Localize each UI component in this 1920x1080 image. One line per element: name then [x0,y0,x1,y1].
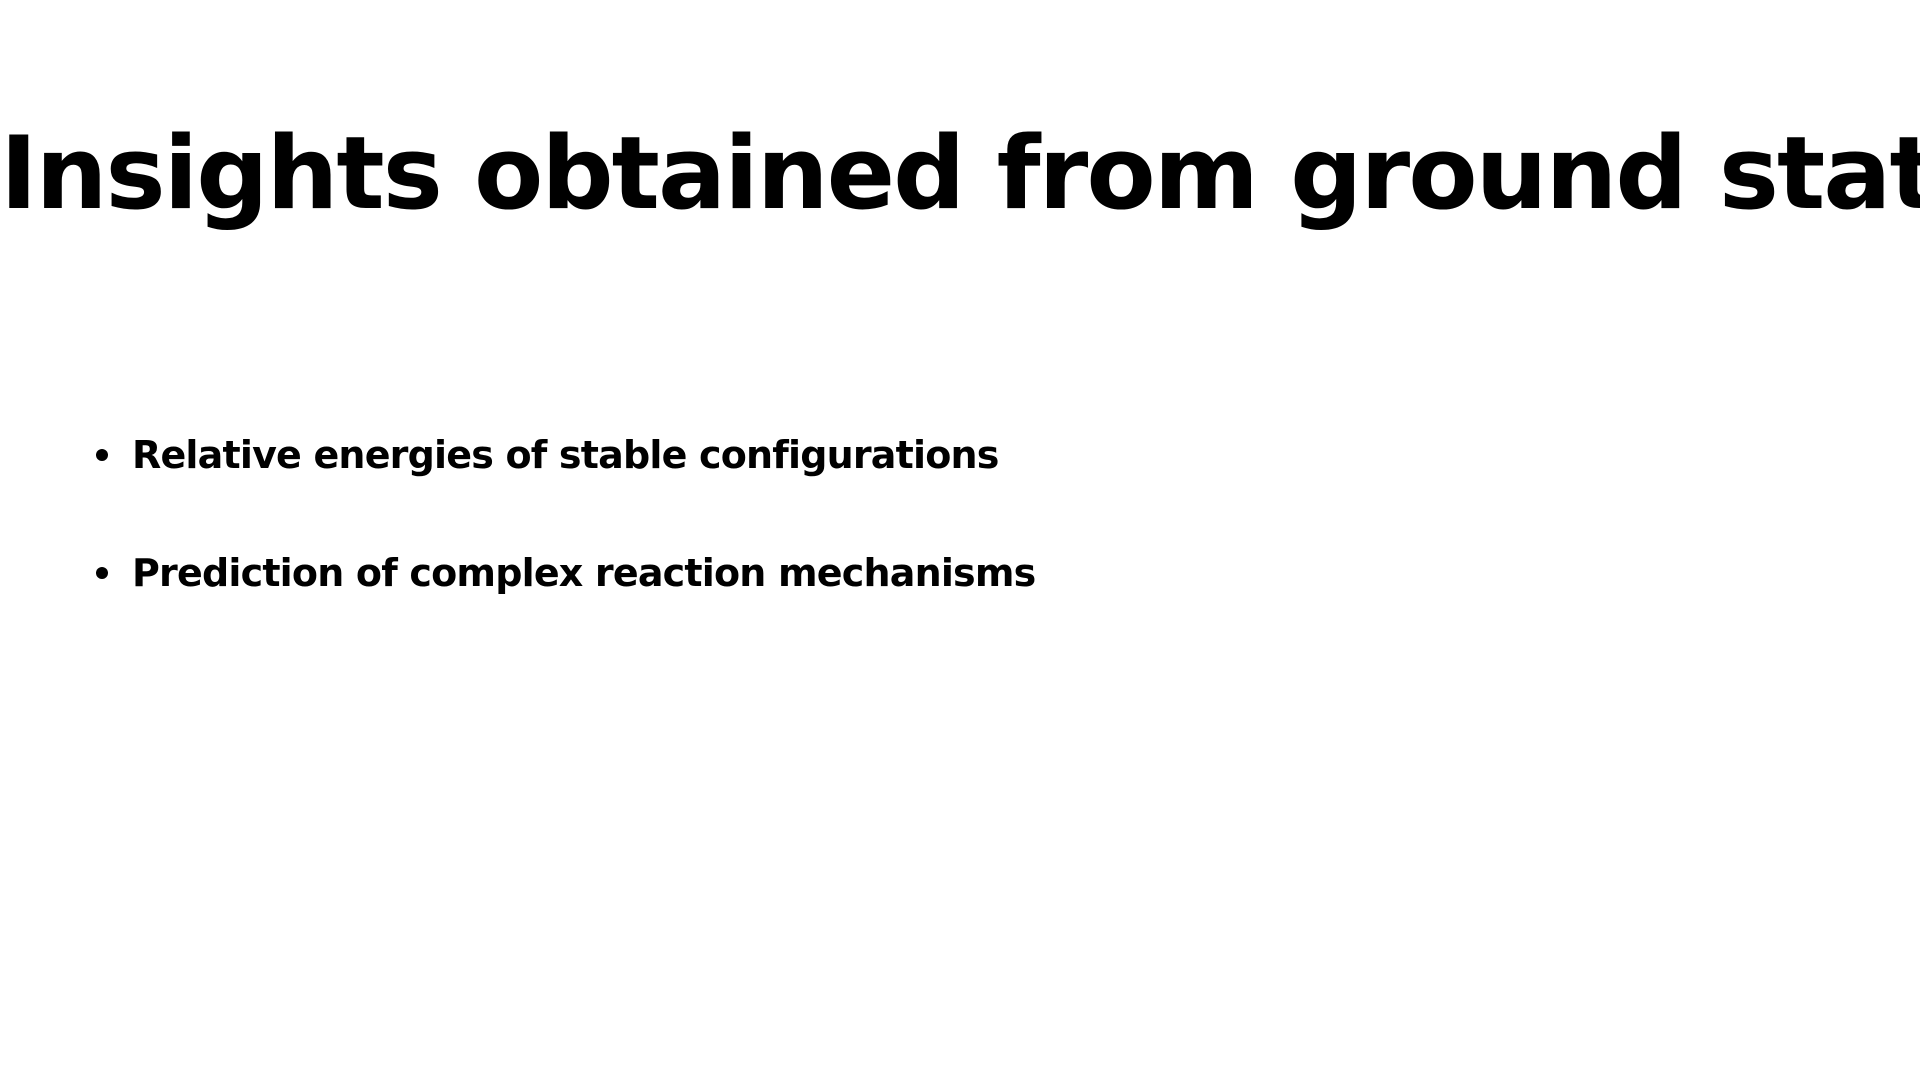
bullet-dot-icon [96,449,108,461]
bullet-item: Relative energies of stable configuratio… [94,425,1036,485]
bullet-dot-icon [96,567,108,579]
bullet-text: Relative energies of stable configuratio… [132,433,999,477]
bullet-list: Relative energies of stable configuratio… [94,425,1036,661]
bullet-text: Prediction of complex reaction mechanism… [132,551,1036,595]
bullet-item: Prediction of complex reaction mechanism… [94,543,1036,603]
slide-title: Insights obtained from ground state [0,114,1920,232]
